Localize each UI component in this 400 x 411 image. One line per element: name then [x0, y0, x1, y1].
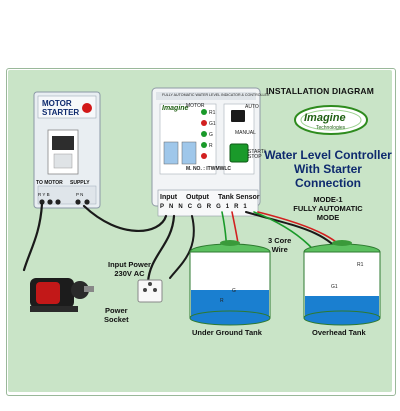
probe-label-r1: R1: [357, 262, 364, 268]
three-core-label: 3 Core Wire: [268, 236, 291, 254]
level-controller: [151, 87, 261, 217]
probe-label-g: G: [232, 288, 236, 294]
brand-name: Imagine: [304, 112, 346, 124]
terminal-r1: R1: [234, 204, 252, 210]
controller-brand: Imagine: [162, 105, 189, 112]
power-socket-line-2: Socket: [104, 315, 129, 324]
input-power-line-1: Input Power: [108, 260, 151, 269]
manual-label: MANUAL: [235, 130, 256, 136]
terminal-g1: G1: [216, 204, 235, 210]
underground-tank: [189, 240, 271, 326]
section-output: Output: [186, 194, 209, 201]
section-tank-sensor: Tank Sensor: [218, 194, 260, 201]
auto-label: AUTO: [245, 104, 259, 110]
three-core-line-1: 3 Core: [268, 236, 292, 245]
starter-supply: SUPPLY: [70, 180, 90, 186]
led-label-r1: R1: [209, 110, 216, 116]
terminal-n2: N: [178, 204, 188, 210]
terminal-n1: N: [169, 204, 179, 210]
starter-to-motor: TO MOTOR: [36, 180, 63, 186]
start-stop-label: START/ STOP: [248, 149, 266, 160]
auto-switch-icon: [231, 110, 245, 122]
controller-model: M. NO. : ITWMWLC: [186, 166, 231, 172]
section-input: Input: [160, 194, 178, 201]
diagram-border: [6, 68, 396, 396]
starter-red-button-icon: [82, 103, 92, 113]
pump-motor: [30, 278, 94, 312]
power-socket-label: Power Socket: [104, 306, 129, 324]
controller-motor-label: MOTOR: [186, 103, 205, 109]
three-core-line-2: Wire: [271, 245, 288, 254]
heading-line-2: With Starter: [294, 162, 362, 176]
terminal-r: R: [206, 204, 217, 210]
power-socket-line-1: Power: [105, 306, 128, 315]
mode-line-2: FULLY AUTOMATIC: [293, 204, 363, 213]
probe-label-r: R: [220, 298, 224, 304]
starter-title-line-1: MOTOR: [42, 99, 72, 108]
diagram-title: INSTALLATION DIAGRAM: [266, 86, 375, 96]
terminal-c: C: [187, 204, 198, 210]
controller-top-strip: FULLY AUTOMATIC WATER LEVEL INDICATOR & …: [162, 93, 270, 97]
mode: MODE-1 FULLY AUTOMATIC MODE: [262, 195, 394, 222]
imagine-logo: [294, 105, 368, 135]
mode-line-3: MODE: [316, 213, 340, 222]
heading-line-3: Connection: [295, 176, 361, 190]
overhead-tank: [303, 240, 381, 326]
starter-title: MOTOR STARTER: [42, 99, 79, 117]
power-socket: [137, 279, 163, 303]
starter-title-line-2: STARTER: [42, 108, 80, 117]
terminal-p: P: [160, 204, 170, 210]
heading-line-1: Water Level Controller: [264, 148, 392, 162]
heading: Water Level Controller With Starter Conn…: [262, 148, 394, 190]
terminal-g: G: [197, 204, 207, 210]
led-label-g1: G1: [209, 121, 216, 127]
probe-label-g1: G1: [331, 284, 338, 290]
starter-supply-terms: P N: [76, 192, 84, 197]
starter-to-motor-terms: R Y B: [38, 192, 50, 197]
mode-line-1: MODE-1: [313, 195, 343, 204]
input-power-line-2: 230V AC: [114, 269, 145, 278]
input-power-label: Input Power 230V AC: [108, 260, 151, 278]
led-label-r: R: [209, 143, 213, 149]
start-stop-button-icon: [229, 143, 249, 163]
motor-starter: [33, 91, 101, 209]
terminal-row: PNNCGRG1R1: [160, 204, 252, 210]
overhead-tank-label: Overhead Tank: [312, 328, 366, 337]
led-label-g: G: [209, 132, 213, 138]
underground-tank-label: Under Ground Tank: [192, 328, 262, 337]
brand-sub: Technologies: [316, 125, 346, 131]
